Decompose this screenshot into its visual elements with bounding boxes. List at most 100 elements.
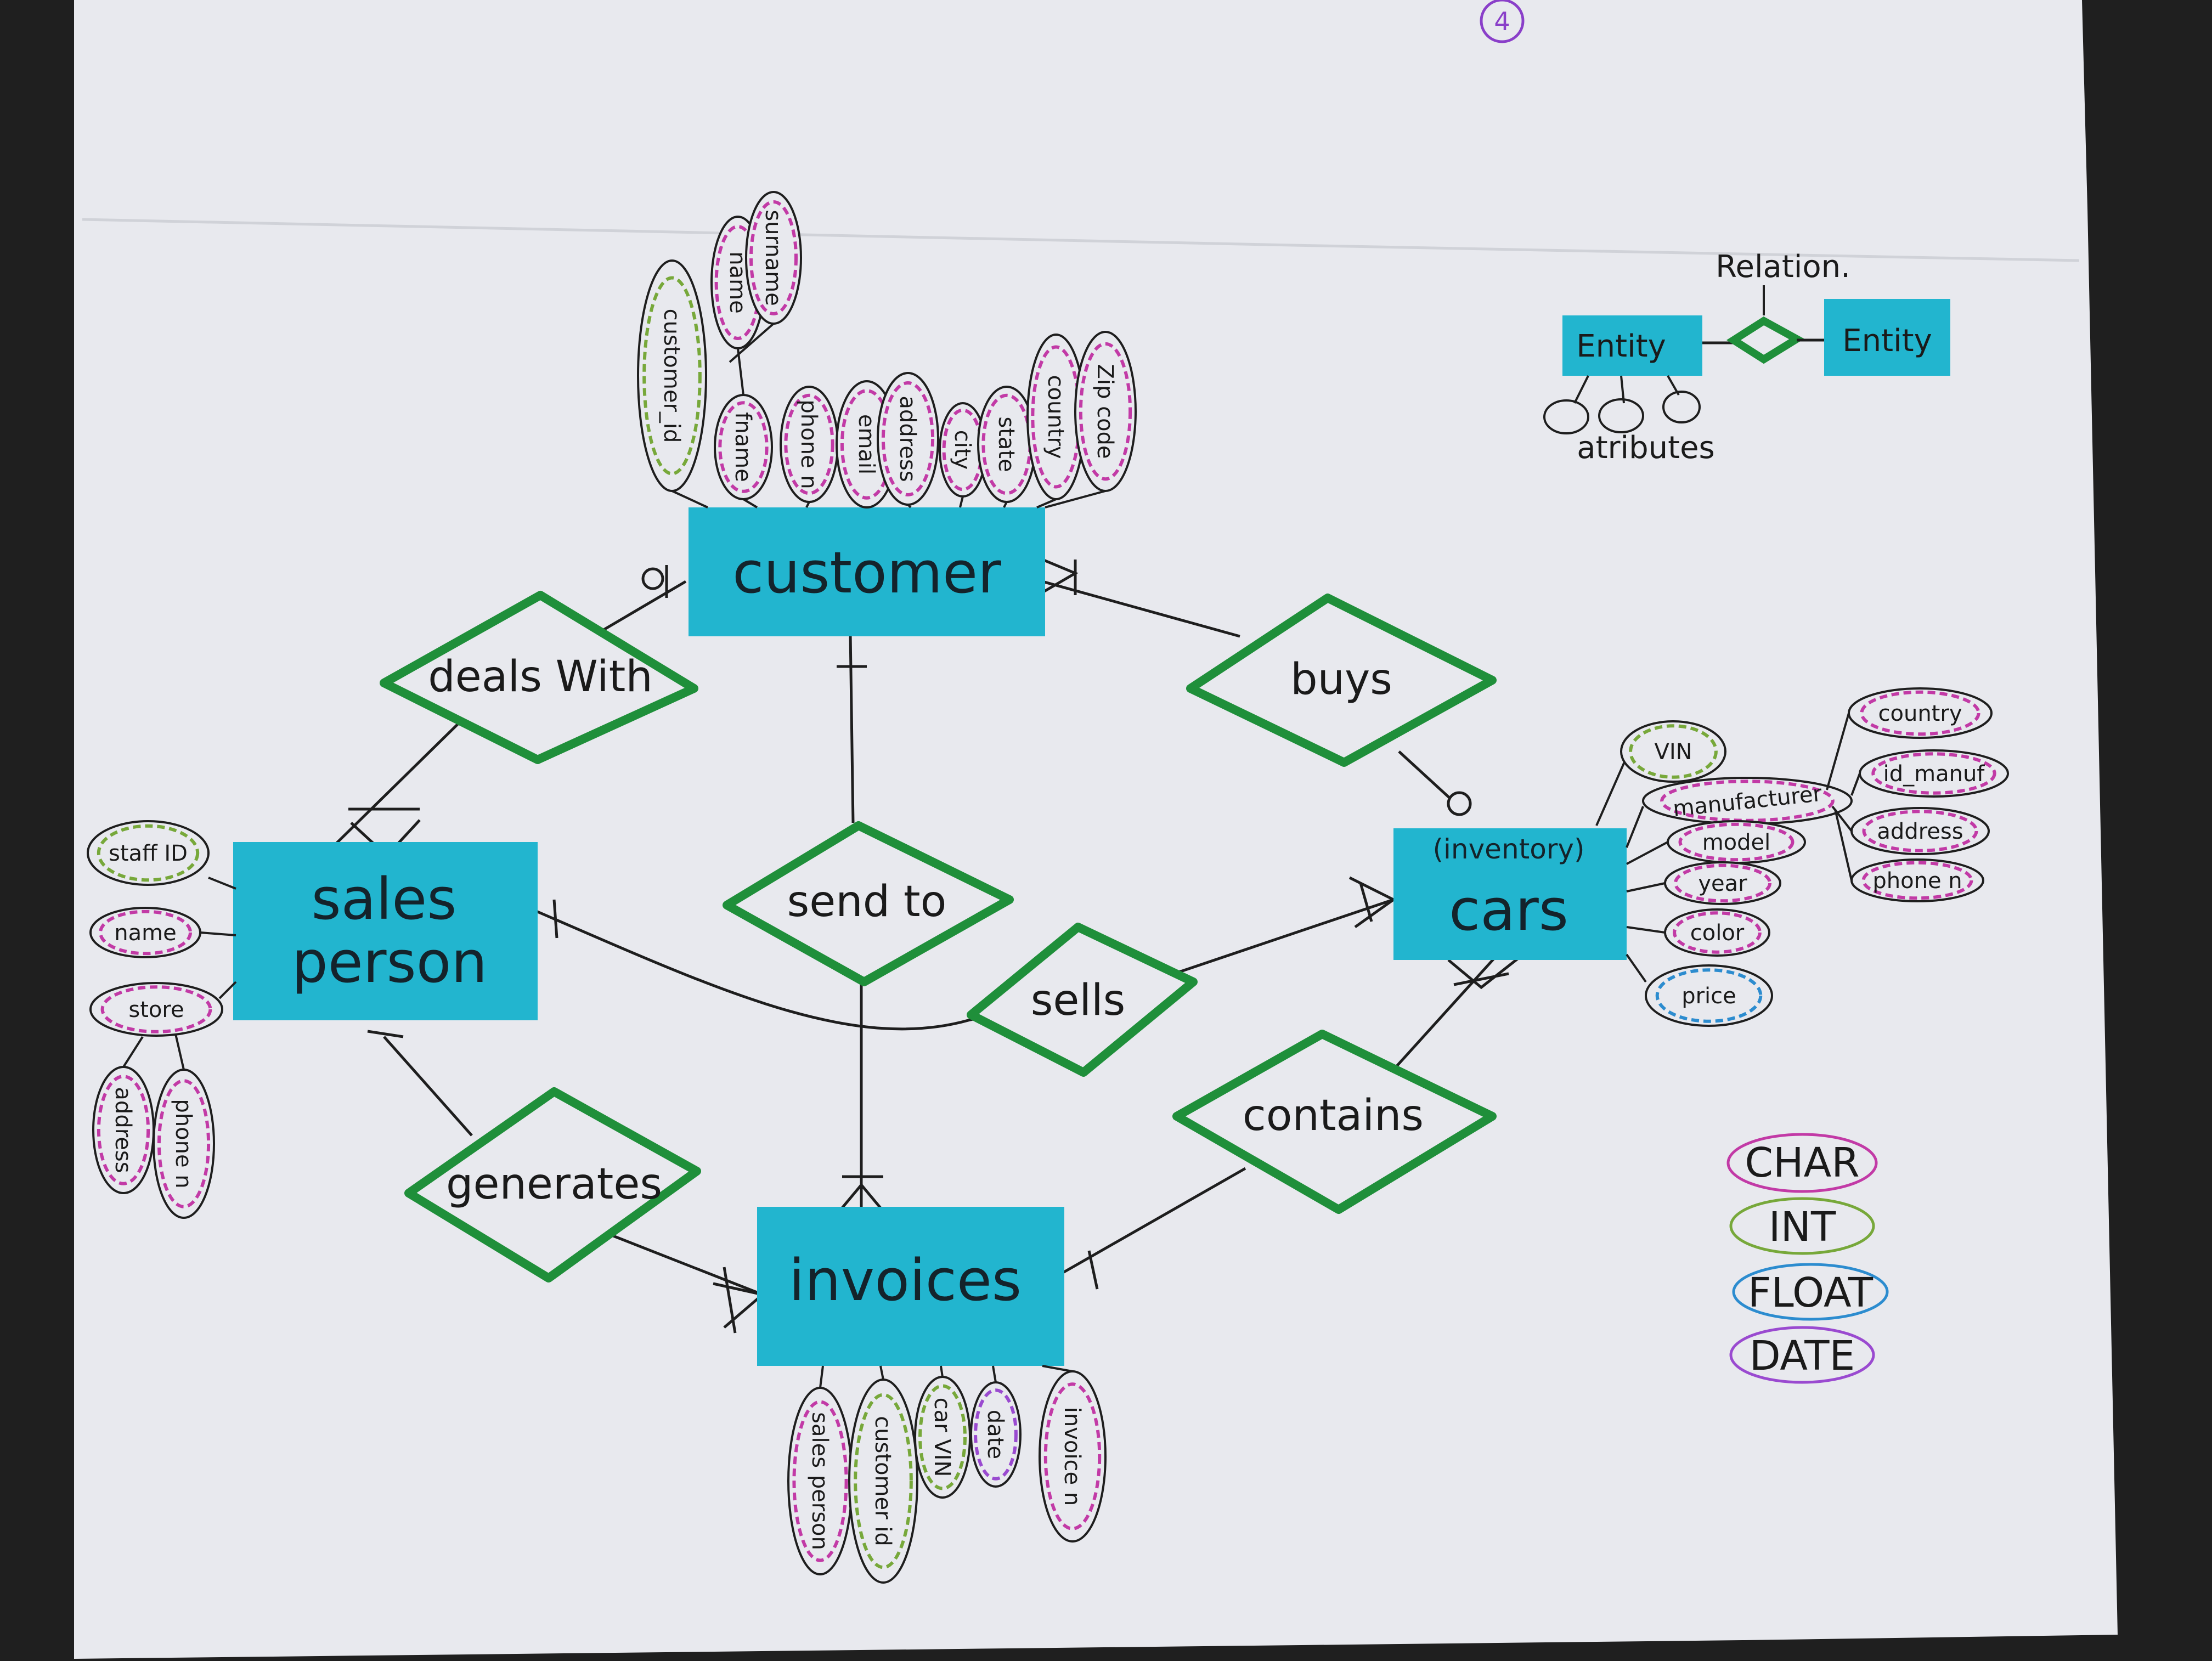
attribute-type-scribble <box>1861 861 1973 900</box>
attribute-connector <box>218 981 237 999</box>
line-salesperson-sells-cars <box>534 898 1394 1031</box>
legend-entity-right-label: Entity <box>1842 323 1932 359</box>
entity-invoices-label: invoices <box>789 1247 1022 1314</box>
attribute-outline <box>1620 720 1726 783</box>
crowfoot-cars-bottom <box>1447 956 1521 990</box>
attribute-type-scribble <box>1673 863 1772 903</box>
entity-sales-person-box <box>233 842 538 1020</box>
attribute-customer-state: state <box>977 386 1036 503</box>
type-float-scribble <box>1732 1263 1889 1321</box>
legend-relation-label: Relation. <box>1716 249 1850 285</box>
attribute-label: address <box>1877 819 1963 844</box>
attribute-outline <box>1664 908 1770 957</box>
type-date-label: DATE <box>1750 1332 1855 1380</box>
attribute-type-scribble <box>157 1079 211 1208</box>
attribute-outline <box>1039 1370 1107 1543</box>
attribute-outline <box>714 394 773 500</box>
attribute-label: phone n <box>796 399 821 489</box>
entity-sales-person-label-line2: person <box>292 929 487 996</box>
attribute-connector <box>992 1365 997 1383</box>
attribute-label: color <box>1690 920 1745 946</box>
type-char-label: CHAR <box>1745 1139 1859 1187</box>
attribute-outline <box>877 372 939 506</box>
attribute-customer-address: address <box>877 372 939 506</box>
line-customer-deals <box>591 580 687 638</box>
corner-mark-circle <box>1480 0 1525 43</box>
entity-invoices: invoices <box>757 1207 1064 1366</box>
attribute-manufacturer-phone-n: phone n <box>1850 858 1984 902</box>
attribute-label: surname <box>760 210 786 306</box>
attribute-outline <box>914 1376 971 1499</box>
attribute-type-scribble <box>854 1393 913 1569</box>
relation-deals-with-label: deals With <box>428 652 653 702</box>
type-char-scribble <box>1726 1133 1878 1193</box>
attribute-type-scribble <box>97 824 200 882</box>
legend-attributes-label: atributes <box>1577 430 1714 466</box>
relationships: deals With buys send to sells generates … <box>380 591 1497 1283</box>
attribute-outline <box>637 259 707 492</box>
one-mark-invoices-right <box>1087 1250 1099 1290</box>
attribute-label: city <box>950 430 975 470</box>
attribute-outline <box>1645 964 1773 1027</box>
entity-cars-tag: (inventory) <box>1433 833 1585 865</box>
attribute-outline <box>87 820 210 886</box>
relation-generates-diamond <box>404 1087 701 1283</box>
legend-entity-left-label: Entity <box>1576 329 1666 364</box>
relation-send-to-diamond <box>723 821 1014 986</box>
attribute-connector <box>1042 1365 1073 1372</box>
attribute-type-scribble <box>974 1388 1018 1481</box>
data-type-legend: CHAR INT FLOAT DATE <box>1726 1133 1889 1384</box>
relation-contains-label: contains <box>1243 1091 1424 1140</box>
attribute-label: phone n <box>171 1099 196 1188</box>
attribute-outline <box>153 1069 215 1219</box>
entity-cars-label: cars <box>1449 877 1568 944</box>
attribute-connector <box>742 498 758 509</box>
entity-customer: customer <box>689 507 1045 636</box>
attribute-label: staff ID <box>109 841 188 866</box>
attribute-sales-person-phone-n: phone n <box>153 1069 215 1219</box>
zero-mark-cars-top <box>1447 791 1472 816</box>
relation-deals-with-diamond <box>380 591 698 764</box>
line-generates-invoices <box>608 1233 763 1296</box>
attribute-type-scribble <box>1678 822 1795 862</box>
cardinality-marks <box>348 558 1521 1334</box>
attribute-type-scribble <box>97 1075 150 1185</box>
attribute-connector <box>729 323 775 363</box>
corner-mark-text: 4 <box>1494 7 1510 36</box>
attribute-label: email <box>854 414 879 474</box>
legend-entity-right-box <box>1824 299 1950 376</box>
attribute-label: id_manuf <box>1883 761 1985 787</box>
attribute-connector <box>1850 773 1861 796</box>
attribute-label: country <box>1878 701 1962 726</box>
attribute-label: date <box>983 1410 1008 1459</box>
attribute-cars-price: price <box>1645 964 1773 1027</box>
zero-mark-customer <box>641 567 664 590</box>
attribute-outline <box>1848 687 1993 739</box>
legend: Relation. Entity Entity atributes <box>1543 249 1950 466</box>
attribute-type-scribble <box>1862 810 1978 852</box>
entity-sales-person-label-line1: sales <box>312 866 457 933</box>
attribute-outline <box>1850 807 1990 855</box>
line-invoices-contains <box>1052 1167 1246 1280</box>
attribute-type-scribble <box>1673 911 1762 954</box>
attribute-type-scribble <box>1871 752 1996 795</box>
attribute-cars-manufacturer: manufacturer <box>1642 777 1853 825</box>
attribute-connector <box>1834 809 1853 881</box>
attribute-outline <box>1664 861 1781 905</box>
attribute-connector <box>672 490 708 509</box>
attribute-type-scribble <box>718 401 769 493</box>
attribute-outline <box>1850 858 1984 902</box>
attribute-label: invoice n <box>1059 1407 1085 1506</box>
one-mark-salesperson-bottom <box>367 1030 404 1038</box>
attribute-label: address <box>895 396 920 482</box>
attribute-type-scribble <box>1655 968 1763 1023</box>
attribute-type-scribble <box>1079 342 1132 481</box>
attribute-connector <box>1626 841 1668 865</box>
attribute-connector <box>959 496 964 508</box>
attribute-label: VIN <box>1654 739 1692 765</box>
attribute-label: name <box>114 920 176 946</box>
